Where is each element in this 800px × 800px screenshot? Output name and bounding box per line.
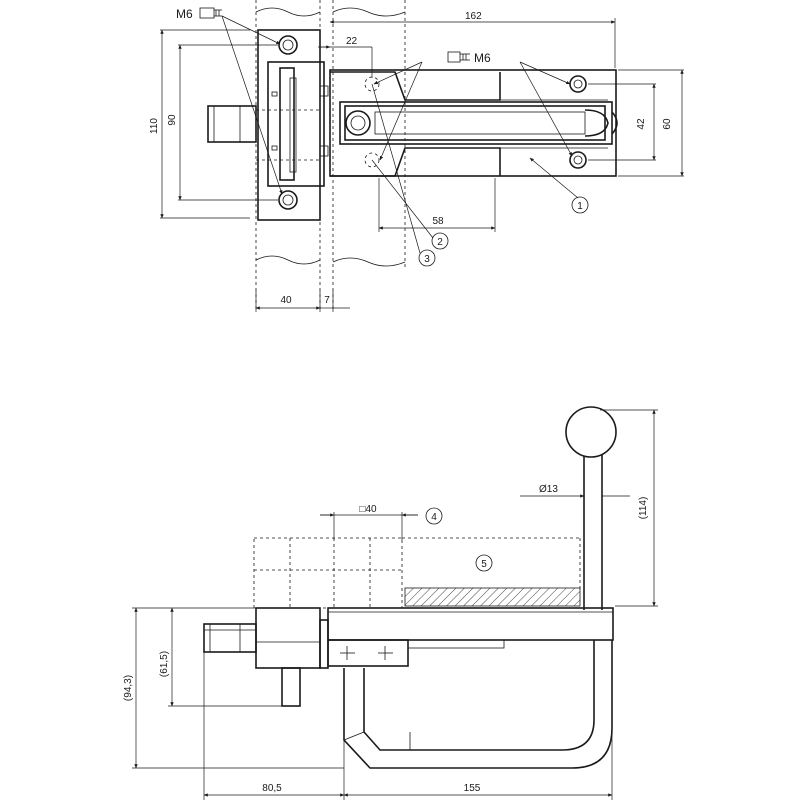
svg-text:2: 2 — [437, 237, 443, 248]
svg-text:Ø13: Ø13 — [539, 484, 558, 495]
stirrup — [343, 640, 613, 769]
screw-icon — [447, 51, 470, 63]
svg-text:□40: □40 — [359, 504, 377, 515]
svg-text:(114): (114) — [638, 497, 649, 520]
screw-icon — [199, 7, 222, 19]
bolt-body-top — [329, 69, 618, 177]
dimension-sq-40: □40 — [320, 504, 418, 540]
dimension-dia-13: Ø13 — [520, 484, 630, 498]
callout-3: 3 — [418, 249, 436, 267]
bolt-stub-side — [203, 623, 257, 653]
svg-text:5: 5 — [481, 559, 487, 570]
svg-text:80,5: 80,5 — [262, 783, 282, 794]
svg-text:90: 90 — [167, 114, 178, 126]
svg-text:(94,3): (94,3) — [123, 675, 134, 701]
screw-label-mid: M6 — [474, 51, 491, 65]
svg-text:7: 7 — [324, 295, 330, 306]
svg-text:3: 3 — [424, 254, 430, 265]
dimension-42: 42 — [588, 83, 656, 161]
svg-text:162: 162 — [465, 11, 482, 22]
handle-knob — [565, 406, 617, 610]
dimension-61-5: (61,5) — [159, 607, 282, 707]
callout-2: 2 — [431, 232, 449, 250]
callout-4: 4 — [425, 507, 443, 525]
svg-text:58: 58 — [432, 216, 444, 227]
dimension-22: 22 — [318, 36, 373, 78]
svg-text:110: 110 — [149, 118, 160, 134]
wall-outline — [253, 537, 581, 609]
svg-text:42: 42 — [636, 118, 647, 130]
dimension-60: 60 — [618, 69, 684, 177]
top-view: M6 M6 162 — [149, 0, 684, 312]
dimension-80-5-155: 80,5 155 — [203, 652, 613, 800]
svg-text:4: 4 — [431, 512, 437, 523]
dimension-162: 162 — [329, 11, 616, 68]
frame-outline — [255, 0, 406, 310]
side-view: Ø13 (114) □40 (61,5) — [123, 406, 658, 800]
mounting-plate-side — [255, 607, 329, 707]
mounting-plate-top — [257, 29, 329, 221]
svg-text:60: 60 — [662, 118, 673, 130]
svg-text:22: 22 — [346, 36, 358, 47]
callout-5: 5 — [475, 554, 493, 572]
bolt-stub-top — [207, 105, 257, 143]
callout-1: 1 — [571, 196, 589, 214]
hatched-surface — [404, 587, 581, 607]
svg-text:155: 155 — [464, 783, 481, 794]
bolt-body-side — [327, 607, 614, 667]
svg-text:(61,5): (61,5) — [159, 651, 170, 677]
svg-text:40: 40 — [280, 295, 292, 306]
dimension-90: 90 — [167, 44, 278, 201]
dimension-110: 110 — [149, 29, 250, 219]
dimension-94-3: (94,3) — [123, 607, 344, 769]
svg-text:1: 1 — [577, 201, 583, 212]
leader-lines-top — [221, 15, 579, 254]
dimension-58: 58 — [378, 178, 496, 232]
dimension-40-7: 40 7 — [255, 290, 350, 312]
dimension-114: (114) — [600, 409, 658, 607]
screw-label-top: M6 — [176, 7, 193, 21]
